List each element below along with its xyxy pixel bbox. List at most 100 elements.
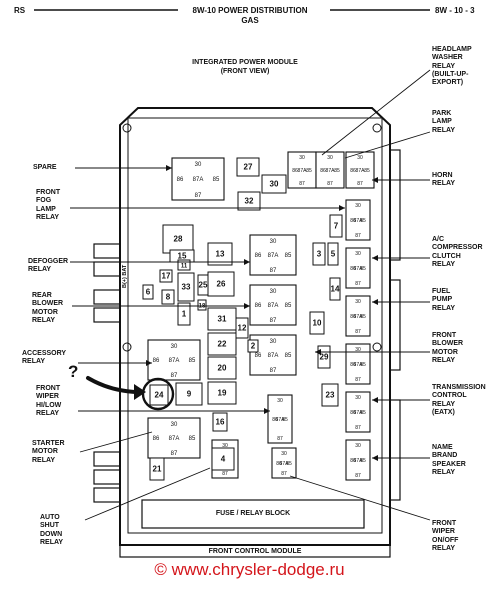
relay-transmission-pin-2: 87A <box>354 410 364 416</box>
right-connector-2 <box>389 279 401 371</box>
relay-accessory-body <box>147 339 201 381</box>
arrow-trans <box>372 397 378 403</box>
relay-starter-pin-2: 87A <box>169 436 180 442</box>
mount-hole-1 <box>122 123 132 133</box>
left-connector-4 <box>93 307 121 323</box>
fuse-body-30 <box>261 174 287 194</box>
fuse-17: 17 <box>159 269 173 283</box>
relay-spare-body <box>171 157 225 201</box>
relay-name-brand-pin-1: 86 <box>350 458 356 464</box>
fuse-2: 2 <box>247 339 259 353</box>
relay-rear-blower-pin-2: 87A <box>268 303 279 309</box>
annotation-question: ? <box>68 362 79 381</box>
fuse-number-7: 7 <box>334 222 339 231</box>
fuse-body-21 <box>149 457 165 481</box>
fuse-number-27: 27 <box>244 163 253 172</box>
relay-spare-pin-3: 85 <box>213 177 220 183</box>
relay-starter-pin-1: 86 <box>153 436 160 442</box>
fuse-body-18 <box>197 299 207 311</box>
fuse-body-9 <box>175 382 203 406</box>
arrow-front-wiper <box>264 408 270 414</box>
arrow-ac <box>372 255 378 261</box>
fuse-number-21: 21 <box>153 465 162 474</box>
relay-rear-blower-body <box>249 284 297 326</box>
relay-spare-pin-1: 86 <box>177 177 184 183</box>
arrow-defogger <box>244 259 250 265</box>
relay-front-blower-c-pin-4: 87 <box>270 368 277 374</box>
fuse-7: 7 <box>329 214 343 238</box>
relay-fuel-pump-pin-1: 86 <box>350 314 356 320</box>
relay-headlamp-washer-pin-2: 87A <box>298 168 308 174</box>
relay-front-blower-c-body <box>249 334 297 376</box>
relay-name-brand-body <box>345 439 371 481</box>
leader-starter <box>79 431 153 453</box>
fuse-body-23 <box>321 383 339 407</box>
label-spare: SPARE <box>33 164 57 171</box>
fuse-number-9: 9 <box>187 390 192 399</box>
relay-front-wiper-onoff-pin-3: 85 <box>286 461 292 467</box>
fuse-body-3 <box>312 242 326 266</box>
relay-ac-clutch-pin-1: 86 <box>350 266 356 272</box>
relay-asd-pin-4: 87 <box>222 471 228 477</box>
relay-fuel-pump-body <box>345 295 371 337</box>
fuse-number-31: 31 <box>218 315 227 324</box>
mount-hole-4 <box>372 342 382 352</box>
fuse-body-27 <box>236 157 260 177</box>
relay-spare-pin-2: 87A <box>193 177 204 183</box>
arrow-fuel <box>372 299 378 305</box>
relay-starter-body <box>147 417 201 459</box>
fuse-number-23: 23 <box>326 391 335 400</box>
relay-horn-pin-2: 87A <box>356 168 366 174</box>
relay-headlamp-washer-pin-1: 86 <box>292 168 298 174</box>
annotation-arrow-head <box>134 384 146 400</box>
watermark: © www.chrysler-dodge.ru <box>154 560 345 579</box>
front-control-label: FRONT CONTROL MODULE <box>208 548 302 555</box>
fuse-5: 5 <box>327 242 339 266</box>
module-inner-outline <box>127 117 383 534</box>
arrow-horn <box>372 177 378 183</box>
header-title: 8W-10 POWER DISTRIBUTION <box>192 6 308 15</box>
fuse-number-5: 5 <box>331 250 336 259</box>
annotation-arrow <box>86 376 142 394</box>
relay-front-wiper-hilow-pin-0: 30 <box>277 398 283 404</box>
module-subtitle: (FRONT VIEW) <box>220 68 270 75</box>
fuse-number-29: 29 <box>320 353 329 362</box>
fuse-33: 33 <box>177 272 195 302</box>
relay-starter-pin-3: 85 <box>189 436 196 442</box>
mount-hole-3 <box>122 342 132 352</box>
relay-front-blower-c-pin-3: 85 <box>285 353 292 359</box>
fuse-body-20 <box>207 356 237 380</box>
fuse-19: 19 <box>207 381 237 405</box>
relay-front-wiper-onoff-pin-4: 87 <box>281 471 287 477</box>
fuse-body-11 <box>177 259 191 271</box>
fuse-20: 20 <box>207 356 237 380</box>
left-connector-5 <box>93 451 121 467</box>
relay-fuel-pump-pin-2: 87A <box>354 314 364 320</box>
fuse-body-5 <box>327 242 339 266</box>
fuse-24: 24 <box>149 384 169 406</box>
fuse-4: 4 <box>211 447 235 471</box>
relay-fuel-pump-pin-0: 30 <box>355 299 361 305</box>
relay-front-blower-pin-2: 87A <box>354 362 364 368</box>
fuse-number-13: 13 <box>216 250 225 259</box>
fuse-body-4 <box>211 447 235 471</box>
fuse-29: 29 <box>317 345 331 369</box>
fuse-10: 10 <box>309 311 325 335</box>
fuse-body-26 <box>207 271 235 297</box>
fuse-body-7 <box>329 214 343 238</box>
relay-park-lamp-pin-0: 30 <box>327 155 333 161</box>
fuse-8: 8 <box>161 289 175 305</box>
fuse-body-6 <box>142 284 154 300</box>
relay-name-brand-pin-3: 85 <box>360 458 366 464</box>
fuse-26: 26 <box>207 271 235 297</box>
